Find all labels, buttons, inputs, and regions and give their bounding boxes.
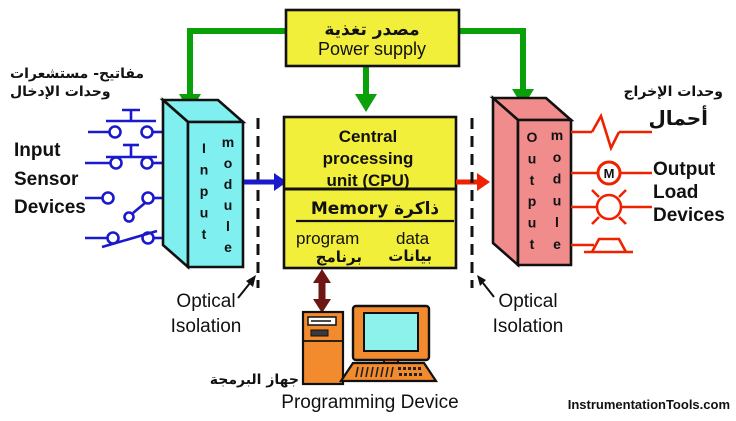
watermark: InstrumentationTools.com xyxy=(568,397,730,412)
selector-switch-icon xyxy=(85,191,164,223)
horn-icon xyxy=(571,237,633,254)
lamp-icon xyxy=(571,189,652,225)
cpu-line3: unit (CPU) xyxy=(326,171,409,190)
cpu-rect xyxy=(282,115,458,270)
module-letter: o xyxy=(553,149,562,165)
programming-device-label-en: Programming Device xyxy=(281,392,458,413)
module-letter: l xyxy=(226,218,230,234)
module-letter: u xyxy=(200,205,209,221)
output-module-left-face xyxy=(491,95,520,268)
module-letter: I xyxy=(202,140,206,156)
module-letter: d xyxy=(553,171,562,187)
data-label-en: data xyxy=(396,229,430,248)
program-label-en: program xyxy=(296,229,359,248)
pointer-arrow-right-icon xyxy=(477,275,495,298)
module-letter: m xyxy=(222,134,234,150)
optical-left-line2: Isolation xyxy=(171,316,242,337)
input-label-en2: Sensor xyxy=(14,169,79,190)
cpu-box: Central processing unit (CPU) Memory ذاك… xyxy=(282,115,458,270)
input-module-left-face xyxy=(161,97,190,270)
power-supply-label-en: Power supply xyxy=(318,39,426,59)
output-side-labels: وحدات الإخراج أحمال Output Load Devices xyxy=(623,84,724,226)
program-label-ar: برنامج xyxy=(316,248,362,266)
output-label-ar1: وحدات الإخراج xyxy=(623,84,723,100)
monitor-screen xyxy=(363,312,419,352)
optical-left-line1: Optical xyxy=(176,291,235,312)
module-letter: t xyxy=(530,236,535,252)
monitor-icon xyxy=(351,304,431,367)
module-letter: l xyxy=(555,214,559,230)
module-letter: u xyxy=(528,215,537,231)
motor-letter: M xyxy=(604,166,615,181)
module-letter: O xyxy=(527,129,538,145)
optical-isolation-right-label: Optical Isolation xyxy=(477,275,563,337)
module-letter: e xyxy=(553,236,561,252)
module-letter: t xyxy=(202,226,207,242)
input-module-word-left: Input xyxy=(200,140,209,242)
power-wire-right xyxy=(459,28,526,91)
cpu-line1: Central xyxy=(339,127,398,146)
optical-right-line1: Optical xyxy=(498,291,557,312)
input-label-en3: Devices xyxy=(14,197,86,218)
cpu-programming-link-arrow xyxy=(313,269,331,313)
programming-device: جهاز البرمجة Programming Device xyxy=(210,304,459,413)
no-pushbutton-icon xyxy=(88,108,164,139)
limit-switch-icon xyxy=(85,229,164,249)
programming-device-label-ar: جهاز البرمجة xyxy=(210,372,299,388)
output-module-word-left: Output xyxy=(527,129,538,252)
optical-right-line2: Isolation xyxy=(493,316,564,337)
module-letter: o xyxy=(224,155,233,171)
output-load-devices: M xyxy=(571,112,652,254)
keyboard-icon xyxy=(338,361,439,383)
output-label-en2: Load xyxy=(653,182,698,203)
optical-isolation-left-label: Optical Isolation xyxy=(171,275,256,337)
output-label-en3: Devices xyxy=(653,205,725,226)
module-letter: p xyxy=(200,183,209,199)
module-letter: u xyxy=(224,197,233,213)
module-letter: u xyxy=(553,192,562,208)
module-letter: p xyxy=(528,193,537,209)
data-label-ar: بيانات xyxy=(388,247,432,265)
heater-icon xyxy=(571,112,652,152)
module-letter: m xyxy=(551,127,563,143)
input-module-front-face xyxy=(186,120,245,269)
module-letter: u xyxy=(528,150,537,166)
nc-pushbutton-icon xyxy=(85,143,164,170)
module-letter: d xyxy=(224,176,233,192)
computer-tower-icon xyxy=(301,310,345,386)
cpu-line2: processing xyxy=(323,149,414,168)
input-sensor-devices xyxy=(85,108,164,249)
pointer-arrow-left-icon xyxy=(237,275,256,299)
power-wire-left xyxy=(187,28,286,96)
input-label-ar2: وحدات الإدخال xyxy=(10,84,111,100)
power-supply-box: مصدر تغذية Power supply xyxy=(284,8,461,68)
module-letter: n xyxy=(200,162,209,178)
power-supply-label-ar: مصدر تغذية xyxy=(324,20,419,40)
input-side-labels: مفاتيح- مستشعرات وحدات الإدخال Input Sen… xyxy=(10,66,144,218)
power-arrow-center-icon xyxy=(355,94,377,112)
output-module-front-face xyxy=(516,118,573,267)
module-letter: t xyxy=(530,172,535,188)
memory-label: Memory ذاكرة xyxy=(311,199,440,219)
input-to-cpu-arrow xyxy=(244,173,287,191)
module-letter: e xyxy=(224,239,232,255)
output-label-ar2: أحمال xyxy=(648,104,708,130)
input-label-ar1: مفاتيح- مستشعرات xyxy=(10,66,144,82)
input-label-en1: Input xyxy=(14,140,61,161)
power-supply-rect xyxy=(284,8,461,68)
output-label-en1: Output xyxy=(653,159,716,180)
motor-icon: M xyxy=(571,160,652,186)
